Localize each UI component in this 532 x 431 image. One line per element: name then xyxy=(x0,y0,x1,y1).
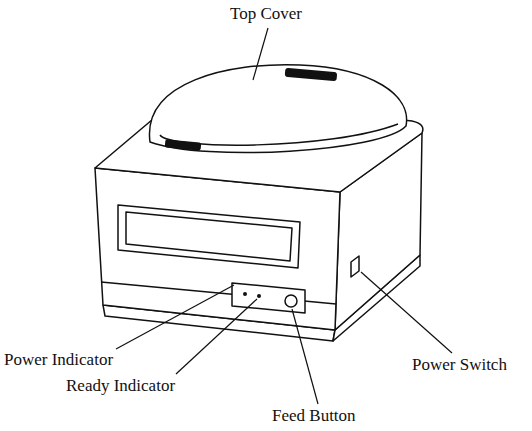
power-indicator-light xyxy=(243,292,247,296)
leader-line xyxy=(361,272,452,353)
part-label: Top Cover xyxy=(230,4,302,24)
part-label: Power Indicator xyxy=(4,350,113,370)
part-label: Power Switch xyxy=(412,355,507,375)
cover-grip xyxy=(285,68,338,81)
top-grip xyxy=(165,139,202,150)
leader-line xyxy=(292,309,318,404)
control-panel xyxy=(232,283,305,313)
leader-line xyxy=(116,285,234,349)
leader-line xyxy=(176,299,257,374)
top-cover-edge xyxy=(160,124,398,145)
top-cover-dome xyxy=(149,65,406,153)
feed-button xyxy=(285,295,297,307)
leader-line xyxy=(253,28,268,80)
part-label: Feed Button xyxy=(272,406,356,426)
printer-front-face xyxy=(95,168,340,330)
power-switch xyxy=(351,256,359,277)
part-label: Ready Indicator xyxy=(66,376,175,396)
paper-slot xyxy=(118,205,300,268)
paper-slot-inner xyxy=(126,212,292,261)
ready-indicator-light xyxy=(257,294,261,298)
